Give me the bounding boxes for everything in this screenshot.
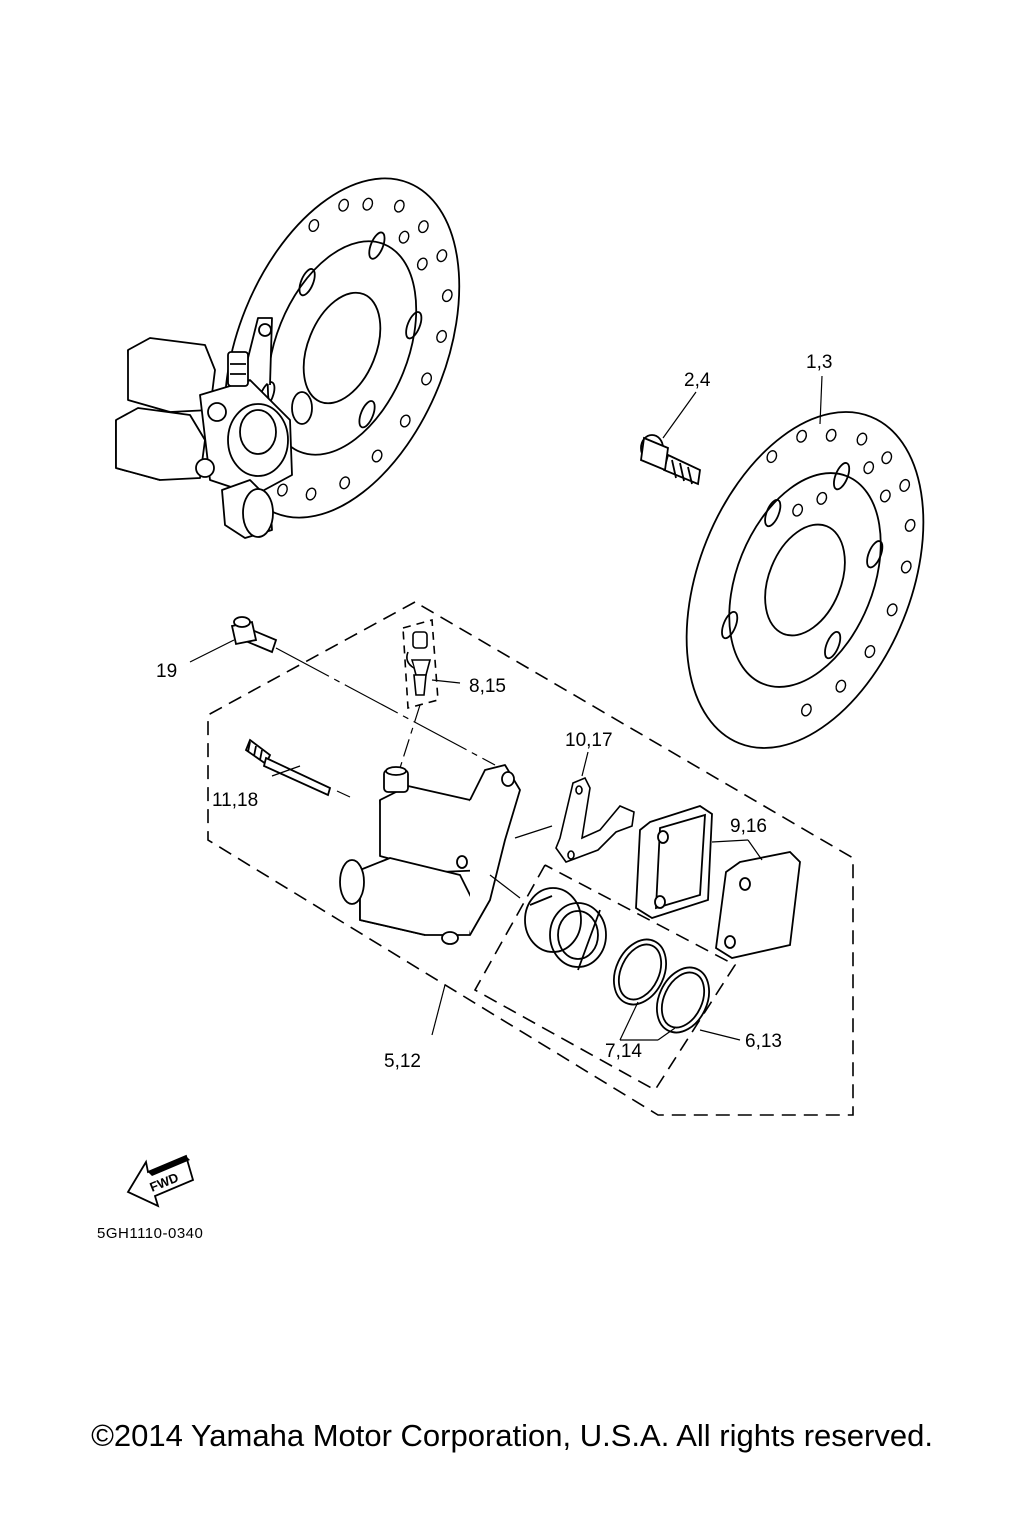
callouts: 1,3 2,4 19 8,15 10,17 11,18 9,16 5,12 7,… [156, 352, 832, 1072]
piston-seals [604, 931, 719, 1041]
caliper-bolt [232, 617, 276, 652]
callout-7-14: 7,14 [605, 1041, 642, 1062]
copyright-notice: ©2014 Yamaha Motor Corporation, U.S.A. A… [91, 1418, 933, 1453]
callout-6-13: 6,13 [745, 1031, 782, 1052]
callout-11-18: 11,18 [212, 790, 258, 811]
parts-diagram: 1,3 2,4 19 8,15 10,17 11,18 9,16 5,12 7,… [97, 0, 1024, 1242]
callout-5-12: 5,12 [384, 1051, 421, 1072]
callout-1-3: 1,3 [806, 352, 832, 373]
assembled-brake-caliper [116, 318, 312, 538]
piston-seal-group-outline [473, 864, 737, 1092]
bleeder-group-outline [402, 618, 439, 710]
callout-9-16: 9,16 [730, 816, 767, 837]
callout-2-4: 2,4 [684, 370, 711, 391]
brake-pad-front [636, 806, 712, 918]
slide-pin [246, 740, 330, 795]
leader-lines [190, 376, 822, 1040]
fwd-arrow-icon: FWD [128, 1156, 193, 1206]
callout-10-17: 10,17 [565, 730, 613, 751]
brake-disc [641, 377, 969, 783]
diagram-code: 5GH1110-0340 [97, 1225, 203, 1242]
brake-pad-rear [716, 852, 800, 958]
caliper-piston [524, 888, 606, 970]
assembly-outline-dashed [207, 601, 854, 1116]
assembled-disc-and-caliper [116, 144, 505, 552]
disc-bolt [641, 435, 700, 484]
pad-spring [556, 778, 634, 862]
callout-19: 19 [156, 661, 177, 682]
callout-8-15: 8,15 [469, 676, 506, 697]
brake-caliper [340, 765, 520, 944]
bleeder-screw [407, 632, 430, 695]
